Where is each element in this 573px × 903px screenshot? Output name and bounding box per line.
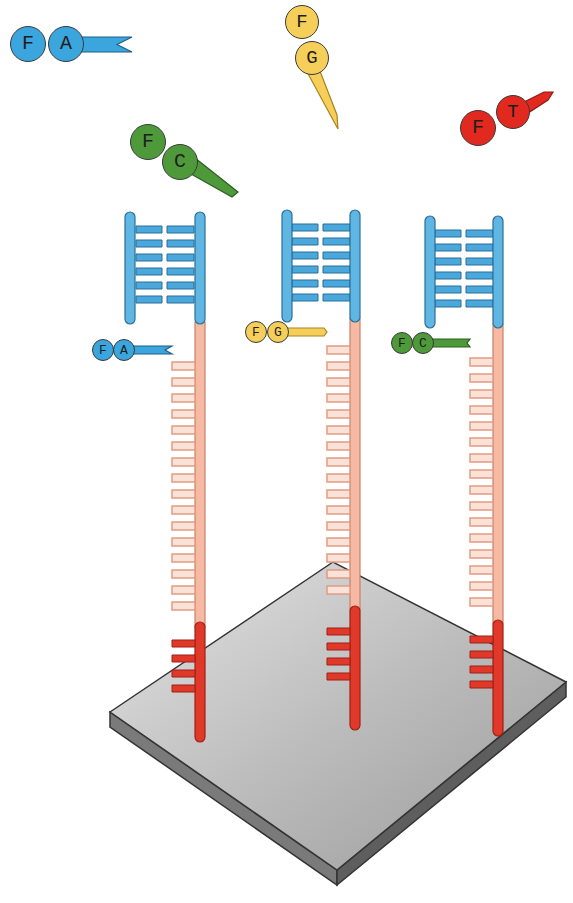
base-letter: T (507, 103, 518, 122)
adapter-bases (172, 640, 195, 692)
nucleotide-tail (130, 346, 172, 354)
nucleotide-tail (286, 328, 327, 336)
template-strand (350, 210, 360, 322)
nucleotide-circle: F (285, 5, 319, 39)
primer-strand (125, 212, 135, 324)
base-letter: F (398, 337, 406, 350)
base-pair-rungs (136, 226, 194, 303)
base-letter: F (142, 132, 154, 152)
base-letter: F (296, 13, 307, 32)
nucleotide-tail (80, 37, 132, 52)
base-letter: G (306, 49, 317, 68)
template-strand (350, 318, 360, 610)
nucleotide-circle: F (245, 321, 267, 343)
adapter-strand (493, 620, 503, 736)
nucleotide-circle: T (496, 95, 530, 129)
template-strand (493, 216, 503, 328)
nucleotide-tail (430, 339, 470, 347)
nucleotide-circle: G (267, 321, 289, 343)
base-pair-rungs (435, 230, 493, 307)
nucleotide-circle: F (460, 110, 496, 146)
template-strand (493, 324, 503, 624)
nucleotide-circle: C (412, 332, 434, 354)
base-letter: A (60, 34, 72, 54)
adapter-strand (350, 606, 360, 730)
nucleotide-circle: A (113, 339, 135, 361)
nucleotide-circle: F (92, 339, 114, 361)
primer-strand (425, 216, 435, 328)
base-letter: C (419, 337, 427, 350)
base-letter: F (252, 326, 260, 339)
nucleotide-circle: G (295, 41, 329, 75)
nucleotide-tail (306, 66, 338, 129)
base-letter: F (472, 118, 484, 138)
template-strand (195, 212, 205, 324)
nucleotide-circle: F (391, 332, 413, 354)
nucleotide-circle: F (130, 124, 166, 160)
nucleotide-circle: F (10, 26, 46, 62)
base-letter: C (174, 152, 186, 172)
base-letter: G (274, 326, 282, 339)
nucleotide-circle: C (162, 144, 198, 180)
template-bases (327, 346, 350, 594)
template-bases (470, 358, 493, 606)
nucleotide-circle: A (48, 26, 84, 62)
base-letter: A (120, 344, 128, 357)
template-bases (172, 362, 195, 610)
adapter-bases (470, 636, 493, 688)
primer-strand (282, 210, 292, 322)
adapter-bases (327, 628, 350, 680)
base-letter: F (22, 34, 34, 54)
base-letter: F (99, 344, 107, 357)
base-pair-rungs (292, 224, 350, 301)
adapter-strand (195, 622, 205, 742)
template-strand (195, 322, 205, 627)
